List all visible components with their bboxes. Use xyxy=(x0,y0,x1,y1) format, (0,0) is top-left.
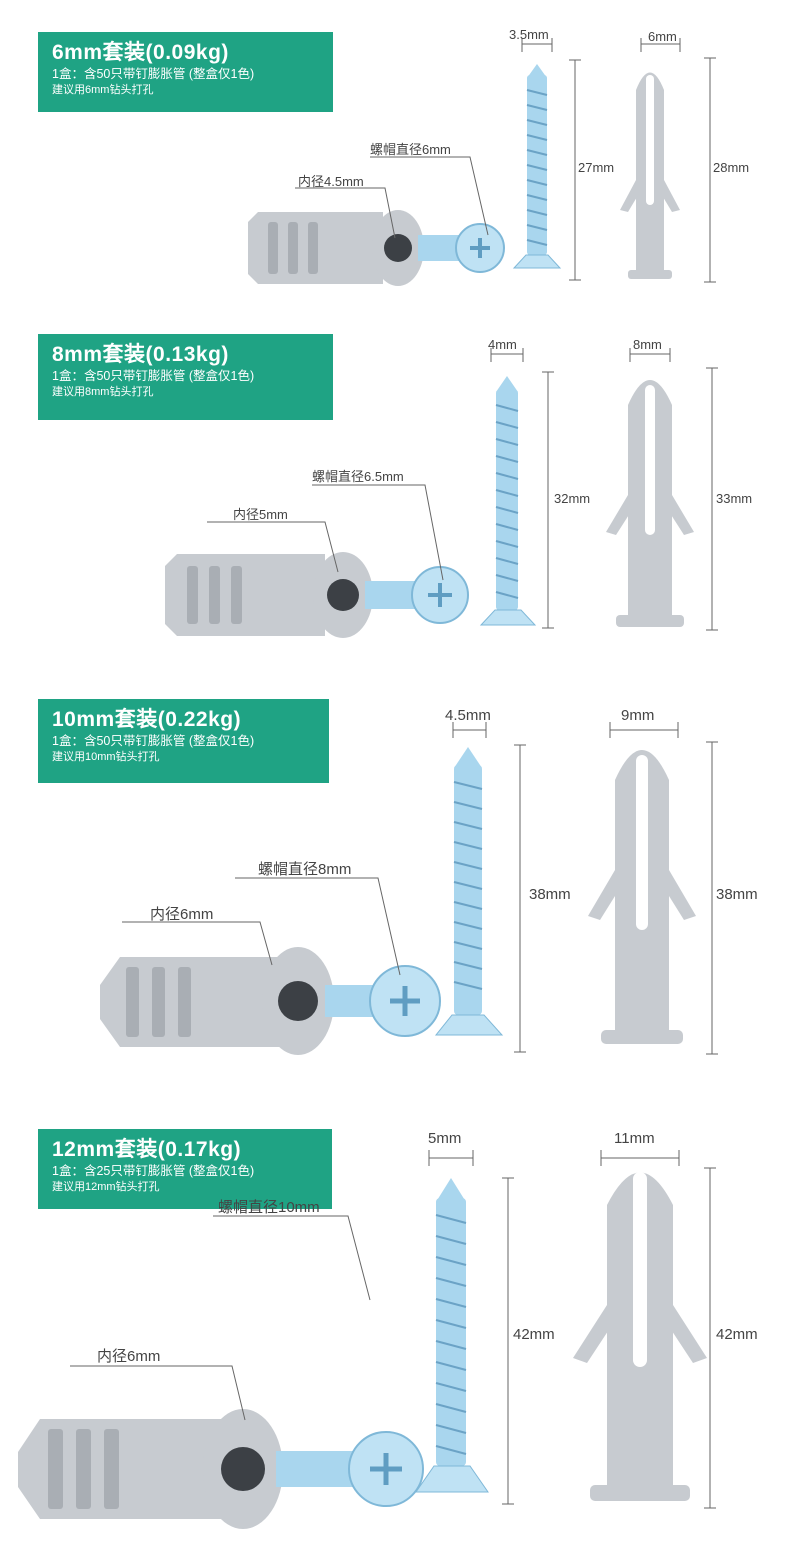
screw-standing xyxy=(434,747,504,1036)
kit-badge: 8mm套装(0.13kg) 1盒：含50只带钉膨胀管 (整盒仅1色) 建议用8m… xyxy=(38,334,333,420)
screw-standing xyxy=(512,64,562,269)
dimension-lines xyxy=(207,348,718,631)
inner-diameter-label: 内径6mm xyxy=(97,1348,161,1365)
anchor-length-label: 42mm xyxy=(716,1326,758,1343)
inner-diameter-label: 内径6mm xyxy=(150,906,214,923)
anchor-length-label: 38mm xyxy=(716,886,758,903)
kit-drill-recommendation: 建议用10mm钻头打孔 xyxy=(52,751,160,763)
anchor-standing xyxy=(620,72,680,279)
assembled-anchor-with-screw xyxy=(248,210,505,286)
screw-width-label: 5mm xyxy=(428,1130,462,1147)
kit-badge: 6mm套装(0.09kg) 1盒：含50只带钉膨胀管 (整盒仅1色) 建议用6m… xyxy=(38,32,333,112)
kit-title: 6mm套装(0.09kg) xyxy=(52,41,229,64)
head-diameter-label: 螺帽直径10mm xyxy=(218,1199,320,1216)
screw-width-label: 3.5mm xyxy=(509,27,549,42)
anchor-standing xyxy=(606,380,694,627)
anchor-length-label: 33mm xyxy=(716,491,753,506)
dimension-lines xyxy=(295,38,716,283)
inner-diameter-label: 内径5mm xyxy=(233,507,288,522)
anchor-width-label: 8mm xyxy=(633,337,662,352)
dimension-lines xyxy=(70,1150,716,1509)
kit-quantity-text: 1盒：含50只带钉膨胀管 (整盒仅1色) xyxy=(52,369,255,383)
anchor-standing xyxy=(588,750,696,1044)
kit-illustration xyxy=(165,348,718,638)
anchor-width-label: 11mm xyxy=(614,1130,655,1147)
kit-section-10mm: 10mm套装(0.22kg) 1盒：含50只带钉膨胀管 (整盒仅1色) 建议用1… xyxy=(0,690,790,1090)
kit-section-8mm: 8mm套装(0.13kg) 1盒：含50只带钉膨胀管 (整盒仅1色) 建议用8m… xyxy=(0,310,790,670)
kit-title: 10mm套装(0.22kg) xyxy=(52,708,242,731)
screw-length-label: 42mm xyxy=(513,1326,555,1343)
kit-illustration xyxy=(18,1150,716,1529)
anchor-standing xyxy=(573,1172,707,1501)
anchor-length-label: 28mm xyxy=(713,160,750,175)
dimension-lines xyxy=(122,722,718,1055)
assembled-anchor-with-screw xyxy=(100,947,441,1055)
anchor-width-label: 9mm xyxy=(621,707,655,724)
head-diameter-label: 螺帽直径6.5mm xyxy=(312,469,404,484)
kit-quantity-text: 1盒：含25只带钉膨胀管 (整盒仅1色) xyxy=(52,1164,255,1178)
kit-badge: 12mm套装(0.17kg) 1盒：含25只带钉膨胀管 (整盒仅1色) 建议用1… xyxy=(38,1129,332,1209)
screw-standing xyxy=(479,376,537,626)
assembled-anchor-with-screw xyxy=(18,1409,424,1529)
kit-section-6mm: 6mm套装(0.09kg) 1盒：含50只带钉膨胀管 (整盒仅1色) 建议用6m… xyxy=(0,0,790,300)
screw-width-label: 4.5mm xyxy=(445,707,491,724)
assembled-anchor-with-screw xyxy=(165,552,469,638)
kit-illustration xyxy=(248,38,716,286)
kit-drill-recommendation: 建议用6mm钻头打孔 xyxy=(52,84,154,96)
kit-title: 8mm套装(0.13kg) xyxy=(52,343,229,366)
anchor-width-label: 6mm xyxy=(648,29,677,44)
kit-title: 12mm套装(0.17kg) xyxy=(52,1138,242,1161)
kit-quantity-text: 1盒：含50只带钉膨胀管 (整盒仅1色) xyxy=(52,67,255,81)
kit-badge: 10mm套装(0.22kg) 1盒：含50只带钉膨胀管 (整盒仅1色) 建议用1… xyxy=(38,699,329,783)
kit-quantity-text: 1盒：含50只带钉膨胀管 (整盒仅1色) xyxy=(52,734,255,748)
screw-length-label: 38mm xyxy=(529,886,571,903)
kit-drill-recommendation: 建议用12mm钻头打孔 xyxy=(52,1181,160,1193)
kit-drill-recommendation: 建议用8mm钻头打孔 xyxy=(52,386,154,398)
kit-section-12mm: 12mm套装(0.17kg) 1盒：含25只带钉膨胀管 (整盒仅1色) 建议用1… xyxy=(0,1110,790,1549)
head-diameter-label: 螺帽直径6mm xyxy=(370,142,451,157)
screw-length-label: 27mm xyxy=(578,160,615,175)
screw-width-label: 4mm xyxy=(488,337,517,352)
inner-diameter-label: 内径4.5mm xyxy=(298,174,364,189)
kit-illustration xyxy=(100,722,718,1055)
screw-standing xyxy=(415,1178,489,1493)
screw-length-label: 32mm xyxy=(554,491,591,506)
head-diameter-label: 螺帽直径8mm xyxy=(258,861,352,878)
